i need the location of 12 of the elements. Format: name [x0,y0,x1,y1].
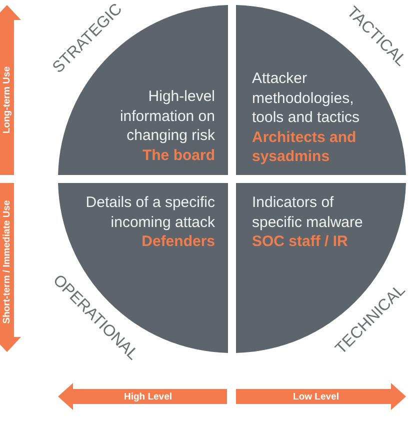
arrow-label: Low Level [293,391,339,402]
audience-label: Architects and sysadmins [252,128,358,166]
arrow-label: Long-term Use [2,66,12,134]
description-text: Indicators of specific malware [252,193,364,232]
audience-label: SOC staff / IR [252,232,348,252]
arrow-label: Short-term / Immediate Use [2,200,12,324]
audience-label: The board [142,146,215,165]
arrow-label: High Level [124,391,172,402]
description-text: Details of a specific incoming attack [84,193,215,232]
audience-label: Defenders [142,232,215,252]
description-text: High-level information on changing risk [118,87,215,146]
description-text: Attacker methodologies, tools and tactics [252,69,361,128]
